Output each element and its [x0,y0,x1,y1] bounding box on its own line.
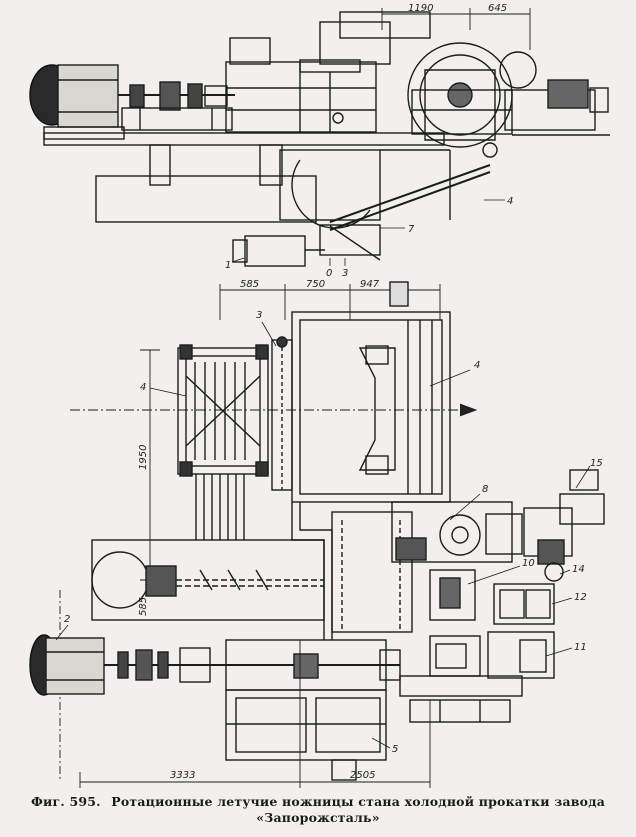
base-frame-elevation [43,132,445,223]
figure-label: Фиг. 595. [30,794,101,809]
elevation-callout-3: 1 [225,260,231,271]
shear-housing-plan [291,311,451,503]
hydraulic-units-plan [399,569,555,723]
plan-callout-cutter: 4 [140,382,146,393]
elevation-callout-5: 3 [342,268,348,279]
plan-dim-side-2: 585 [138,597,149,616]
crank-mechanism-elevation [232,142,498,267]
bottom-drive-plan [29,634,401,696]
figure-caption: Фиг. 595. Ротационные летучие ножницы ст… [18,794,618,826]
elevation-callout-1: 4 [507,196,513,207]
knife-drum-elevation [339,11,610,148]
plan-callout-guide: 3 [256,310,262,321]
plan-dim-bottom-1: 3333 [170,770,195,781]
strip-guide-plan [271,336,293,491]
elevation-dimension-lines [381,8,531,50]
strip-centerline [70,403,478,417]
lever-module-plan [91,539,325,621]
plan-dim-top-1: 585 [240,279,259,290]
elevation-labels: 1190 645 4 7 1 0 3 [225,3,513,279]
gear-unit-plan [391,469,605,582]
main-motor-plan [225,689,387,781]
plan-callout-gear: 8 [482,484,488,495]
plan-labels: 585 750 947 1950 585 3333 2505 3 4 4 8 1… [64,279,603,781]
plan-callout-motor: 2 [64,614,70,625]
plan-callout-10: 10 [522,558,535,569]
plan-view [29,281,605,788]
plan-callout-15: 15 [590,458,603,469]
drive-motor-elevation [29,64,125,140]
elevation-callout-4: 0 [326,268,332,279]
plan-dim-side-1: 1950 [138,445,149,470]
plan-callout-housing: 4 [474,360,480,371]
plan-callout-14: 14 [572,564,585,575]
plan-dim-top-3: 947 [360,279,380,290]
elevation-dim-2: 645 [488,3,507,14]
elevation-dim-1: 1190 [408,3,433,14]
figure-caption-text: Ротационные летучие ножницы стана холодн… [111,794,606,825]
plan-bottom-dimensions [79,640,431,788]
cutter-block-plan [177,344,269,540]
shaft-couplings-elevation [118,81,235,131]
technical-drawing: 1190 645 4 7 1 0 3 585 750 947 1950 585 … [29,3,610,788]
plan-callout-11: 11 [574,642,587,653]
plan-dim-bottom-2: 2505 [350,770,375,781]
elevation-callout-2: 7 [408,224,415,235]
plan-dim-top-2: 750 [306,279,325,290]
gearbox-elevation [225,21,391,133]
piping-plan [291,502,413,640]
plan-callout-main-motor: 5 [392,744,398,755]
plan-side-dimensions [59,349,160,780]
elevation-view [29,8,610,267]
plan-callout-12: 12 [574,592,587,603]
